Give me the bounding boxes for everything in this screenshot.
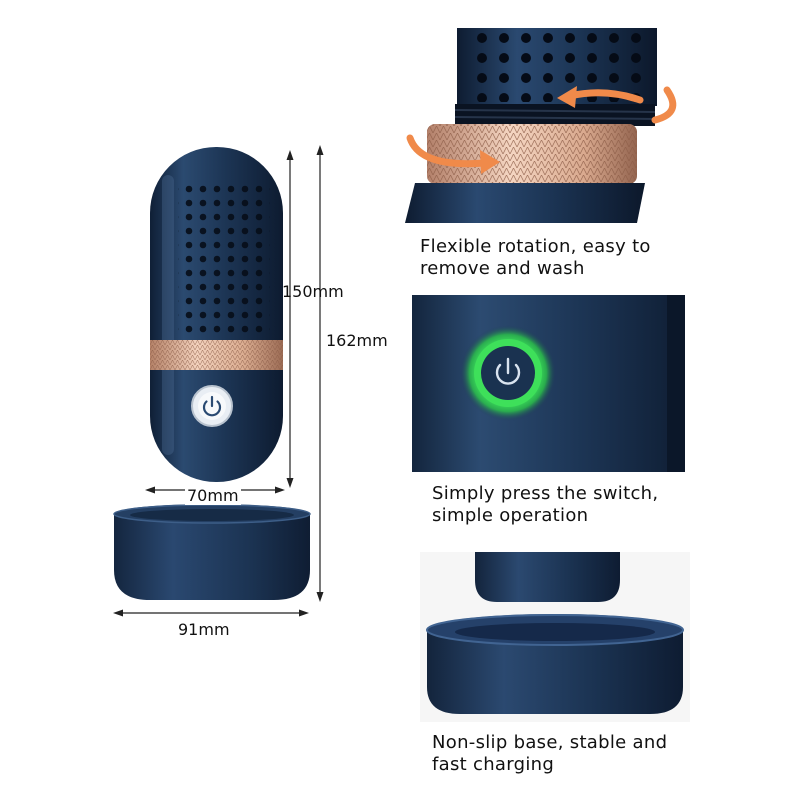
dimension-height-total: 162mm: [326, 331, 388, 350]
caption-line: Simply press the switch,: [432, 483, 659, 504]
feature-image-switch: [412, 295, 685, 472]
dimension-height-inner: 150mm: [282, 282, 344, 301]
feature-caption-switch: Simply press the switch, simple operatio…: [432, 483, 732, 527]
power-icon: [202, 395, 222, 417]
caption-line: fast charging: [432, 754, 555, 775]
feature-caption-rotation: Flexible rotation, easy to remove and wa…: [420, 236, 720, 280]
capsule-body: [150, 147, 283, 482]
power-icon: [495, 357, 521, 385]
feature-image-base: [420, 552, 690, 722]
caption-line: remove and wash: [420, 258, 585, 279]
caption-line: simple operation: [432, 505, 589, 526]
charging-base: [113, 504, 311, 600]
product-main: [113, 145, 324, 617]
product-illustration: [113, 145, 324, 617]
caption-line: Flexible rotation, easy to: [420, 236, 651, 257]
dimension-width-capsule: 70mm: [185, 486, 241, 505]
feature-image-rotation: [405, 28, 685, 223]
caption-line: Non-slip base, stable and: [432, 732, 668, 753]
rotate-arrow-icon: [406, 86, 677, 168]
dimension-lines: [113, 145, 324, 617]
dimension-width-base: 91mm: [178, 620, 230, 639]
feature-caption-base: Non-slip base, stable and fast charging: [432, 732, 752, 776]
